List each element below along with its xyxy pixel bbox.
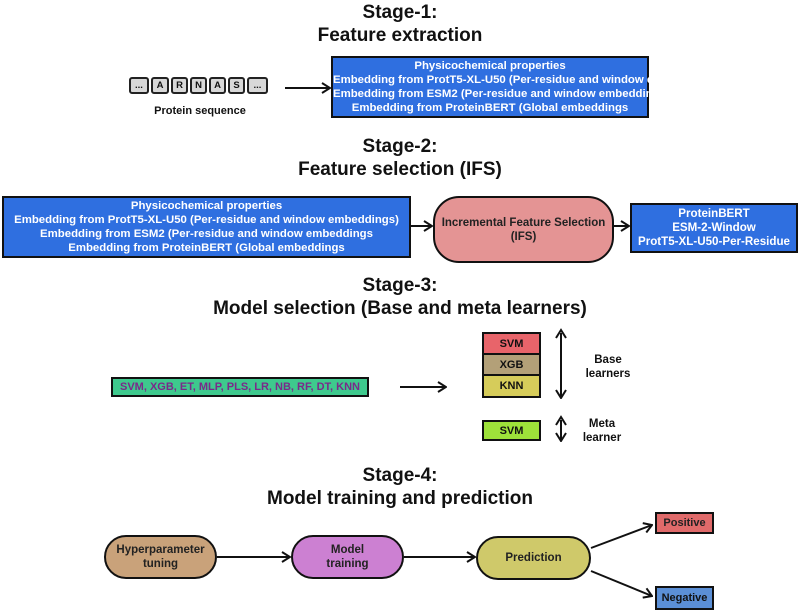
base-learner-knn: KNN: [482, 374, 541, 398]
stage2-title-line1: Stage-2:: [362, 136, 438, 157]
arrow-prediction-to-negative: [590, 570, 652, 596]
arrow-prediction-to-positive: [590, 525, 652, 549]
ifs-label-line2: (IFS): [510, 230, 537, 243]
stage4-title-line2: Model training and prediction: [267, 488, 533, 509]
stage2-title-line2: Feature selection (IFS): [298, 159, 502, 180]
prediction-node: Prediction: [476, 536, 591, 580]
selected-features-box: ProteinBERT ESM-2-Window ProtT5-XL-U50-P…: [630, 203, 798, 253]
base-label-line2: learners: [585, 368, 631, 380]
hyper-label-line2: tuning: [142, 558, 179, 570]
negative-output: Negative: [655, 586, 714, 610]
sequence-cell: ...: [247, 77, 268, 94]
base-learner-svm: SVM: [482, 332, 541, 355]
feature-item: Embedding from ProteinBERT (Global embed…: [68, 242, 345, 254]
selected-feature: ProteinBERT: [678, 207, 750, 220]
model-training-node: Model training: [291, 535, 404, 579]
stage3-title-line1: Stage-3:: [362, 275, 438, 296]
base-label-line1: Base: [594, 354, 622, 366]
stage1-title-line1: Stage-1:: [362, 2, 438, 23]
candidate-models-box: SVM, XGB, ET, MLP, PLS, LR, NB, RF, DT, …: [111, 377, 369, 397]
base-learner-xgb: XGB: [482, 353, 541, 376]
hyper-label-line1: Hyperparameter: [116, 544, 205, 556]
stage2-features-box: Physicochemical properties Embedding fro…: [2, 196, 411, 258]
stage3-title: Stage-3: Model selection (Base and meta …: [0, 274, 800, 320]
protein-sequence-label: Protein sequence: [154, 105, 246, 117]
meta-learner-svm: SVM: [482, 420, 541, 441]
stage3-title-line2: Model selection (Base and meta learners): [213, 298, 587, 319]
stage2-title: Stage-2: Feature selection (IFS): [0, 135, 800, 181]
selected-feature: ESM-2-Window: [672, 221, 756, 234]
selected-feature: ProtT5-XL-U50-Per-Residue: [637, 235, 791, 248]
feature-item: Embedding from ESM2 (Per-residue and win…: [40, 228, 373, 240]
sequence-cell: A: [209, 77, 226, 94]
ifs-label-line1: Incremental Feature Selection: [441, 216, 606, 229]
train-label-line2: training: [326, 558, 369, 570]
stage1-title: Stage-1: Feature extraction: [0, 1, 800, 47]
hyperparameter-tuning-node: Hyperparameter tuning: [104, 535, 217, 579]
stage4-title-line1: Stage-4:: [362, 465, 438, 486]
feature-item: Embedding from ProtT5-XL-U50 (Per-residu…: [333, 74, 718, 86]
feature-item: Physicochemical properties: [414, 60, 566, 72]
prediction-label: Prediction: [505, 552, 562, 564]
meta-learner-label: Meta learner: [576, 417, 628, 445]
feature-item: Embedding from ProteinBERT (Global embed…: [351, 102, 629, 114]
sequence-cell: ...: [129, 77, 149, 94]
feature-item: Embedding from ProtT5-XL-U50 (Per-residu…: [14, 214, 399, 226]
stage1-features-box: Physicochemical properties Embedding fro…: [331, 56, 718, 118]
stage4-title: Stage-4: Model training and prediction: [0, 464, 800, 510]
positive-output: Positive: [655, 512, 714, 534]
sequence-cell: N: [190, 77, 207, 94]
sequence-cell: S: [228, 77, 245, 94]
feature-item: Physicochemical properties: [130, 200, 283, 212]
feature-item: Embedding from ESM2 (Per-residue and win…: [333, 88, 666, 100]
meta-label-line2: learner: [582, 432, 622, 444]
stage1-title-line2: Feature extraction: [317, 25, 483, 46]
ifs-node: Incremental Feature Selection (IFS): [433, 196, 614, 263]
train-label-line1: Model: [330, 544, 365, 556]
base-learners-label: Base learners: [578, 353, 638, 381]
sequence-cell: A: [151, 77, 169, 94]
meta-label-line1: Meta: [588, 418, 616, 430]
sequence-cell: R: [171, 77, 188, 94]
